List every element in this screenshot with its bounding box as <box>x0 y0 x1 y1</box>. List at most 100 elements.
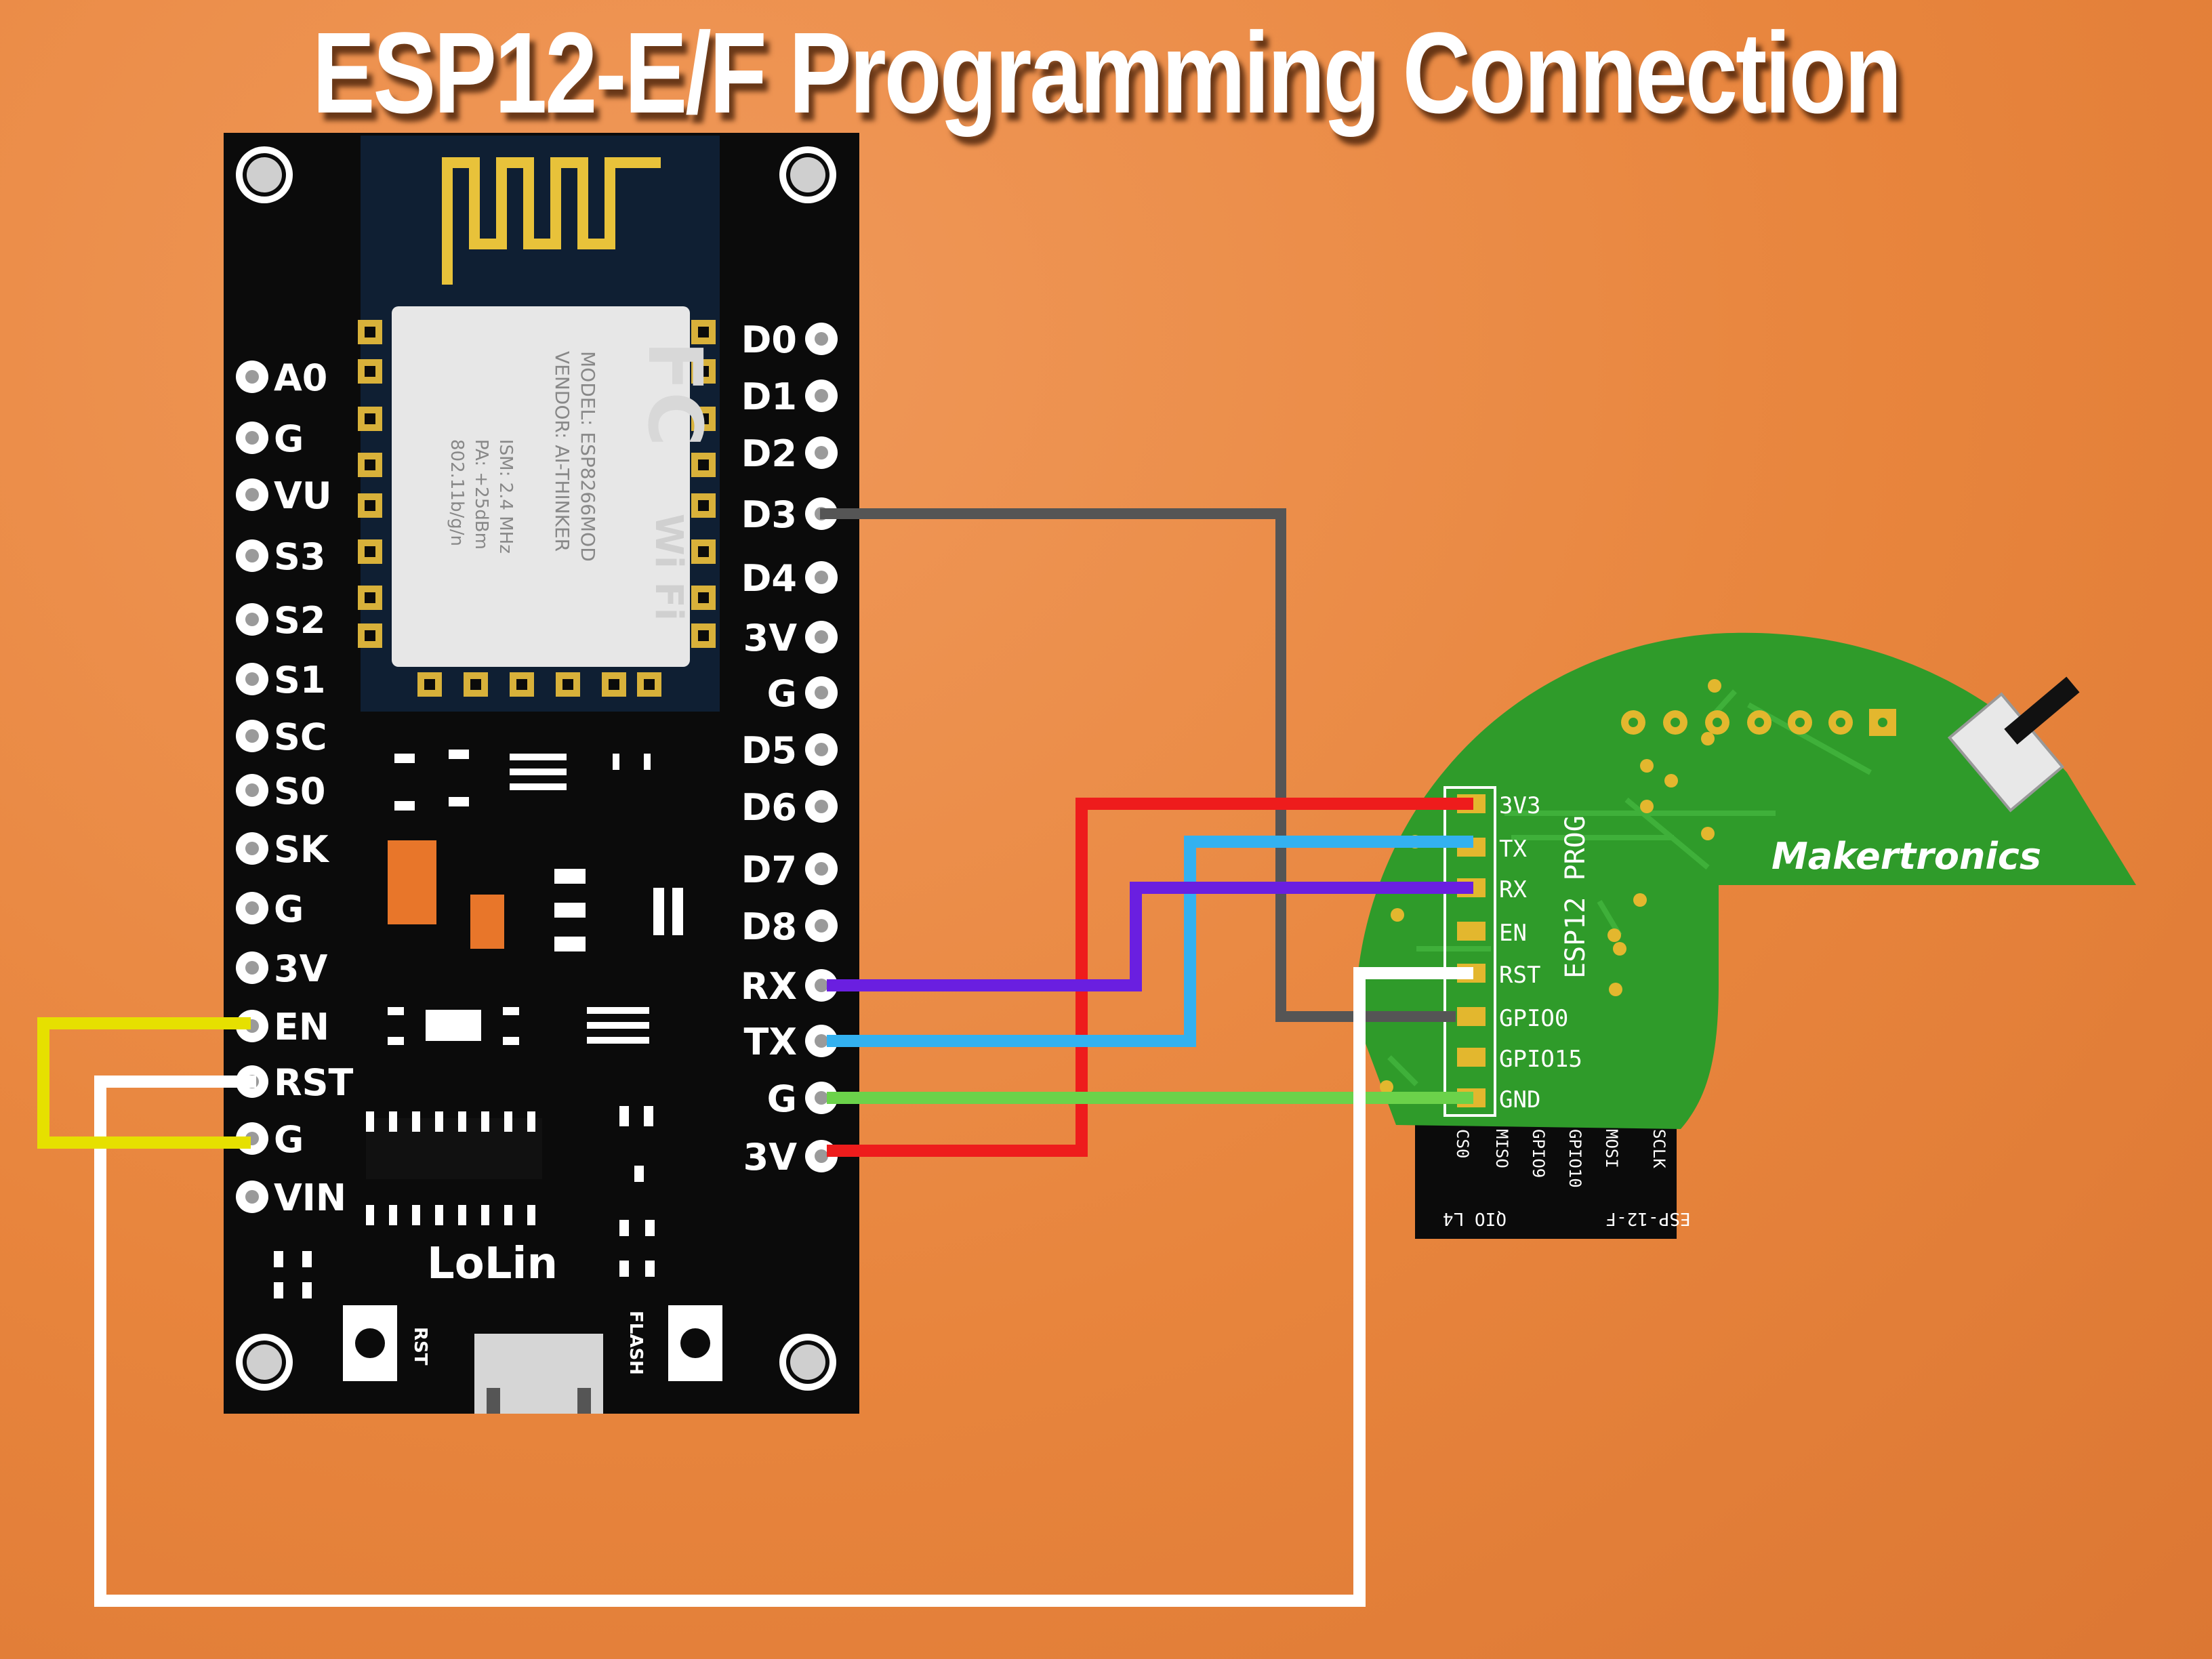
right-pin-label: 3V <box>743 617 798 659</box>
left-pin-label: VIN <box>274 1176 346 1219</box>
esp12f-pin-label: SCLK <box>1650 1129 1668 1168</box>
wire-rst-rst <box>94 967 1473 1607</box>
left-pin-label: S2 <box>274 599 325 642</box>
left-pin-label: S3 <box>274 535 325 578</box>
left-pin-hole-center <box>245 842 259 855</box>
programmer-pcb <box>1355 632 2136 1129</box>
power-switch[interactable] <box>1947 655 2110 813</box>
prog-pin-pad <box>1457 1048 1486 1067</box>
left-pin-hole-center <box>245 488 259 501</box>
prog-pin-label: TX <box>1499 836 1527 863</box>
right-pin-hole-center <box>815 1034 828 1048</box>
left-pin-label: G <box>274 888 304 930</box>
right-pin-label: D7 <box>741 848 797 891</box>
left-pin-hole-center <box>245 431 259 445</box>
right-pin-label: D2 <box>741 432 797 475</box>
left-pin-label: EN <box>274 1006 329 1048</box>
left-pin-hole-center <box>245 613 259 626</box>
shield-print: FC MODEL: ESP8266MOD VENDOR: AI-THINKER … <box>447 341 718 621</box>
shield-can <box>392 306 690 667</box>
right-pin-label: TX <box>744 1021 797 1063</box>
module-pa-text: PA: +25dBm <box>471 439 491 550</box>
left-pin-hole-center <box>245 549 259 562</box>
right-pin-hole-center <box>815 389 828 403</box>
prog-pin-pad <box>1457 1007 1486 1026</box>
prog-pin-label: 3V3 <box>1499 792 1540 819</box>
rst-button[interactable] <box>343 1305 397 1381</box>
right-pin-label: D6 <box>741 786 797 829</box>
wires <box>37 508 1473 1607</box>
right-pin-hole-center <box>815 800 828 813</box>
esp12f-module <box>1415 1118 1677 1239</box>
left-pin-hole-center <box>245 729 259 743</box>
ic-chip-upper <box>366 1111 542 1179</box>
flash-button[interactable] <box>668 1305 722 1381</box>
usb-connector <box>474 1334 603 1414</box>
left-pin-label: SK <box>274 828 330 871</box>
esp12-prog-label: ESP12 PROG <box>1560 815 1591 979</box>
right-pin-hole-center <box>815 1091 828 1105</box>
antenna-trace <box>442 157 661 285</box>
module-pads-left <box>358 320 382 648</box>
left-pin-label: S1 <box>274 659 325 701</box>
prog-header-outline <box>1443 786 1496 1117</box>
wifi-logo: Wi Fi <box>647 514 691 621</box>
right-pin-label: D4 <box>741 557 797 600</box>
wire-3v-3v3 <box>827 798 1473 1157</box>
left-pin-hole-center <box>245 370 259 384</box>
left-pin-hole-center <box>245 901 259 915</box>
wire-rx-rx <box>827 882 1473 991</box>
left-pin-hole-center <box>245 1190 259 1204</box>
module-ism-text: ISM: 2.4 MHz <box>495 439 516 554</box>
rst-button-label: RST <box>410 1327 430 1366</box>
esp12f-footer-label: QIO L4 <box>1443 1208 1507 1229</box>
nodemcu-board: FC MODEL: ESP8266MOD VENDOR: AI-THINKER … <box>224 133 859 1414</box>
left-pin-label: 3V <box>274 947 328 990</box>
right-pin-hole-center <box>815 1149 828 1163</box>
ic-chip-lower <box>366 1205 535 1225</box>
esp12f-pin-label: GPIO9 <box>1529 1129 1548 1178</box>
esp12f-pin-label: MOSI <box>1602 1129 1621 1168</box>
right-pin-hole-center <box>815 979 828 992</box>
right-pin-label: D1 <box>741 375 797 418</box>
fcc-logo: FC <box>632 341 718 447</box>
right-pin-hole-center <box>815 571 828 584</box>
wire-tx-tx <box>827 836 1473 1047</box>
right-pin-label: G <box>767 1078 797 1120</box>
left-pin-hole-center <box>245 961 259 975</box>
wire-en-g-jumper <box>37 1017 251 1149</box>
right-pin-hole-center <box>815 630 828 644</box>
esp12f-pin-label: GPIO10 <box>1565 1129 1584 1188</box>
right-pin-hole-center <box>815 862 828 876</box>
prog-pin-label: RX <box>1499 876 1527 903</box>
prog-pin-label: GND <box>1499 1086 1540 1113</box>
module-vendor-text: VENDOR: AI-THINKER <box>551 351 573 552</box>
wire-d3-gpio0 <box>820 508 1456 1022</box>
module-model-text: MODEL: ESP8266MOD <box>577 351 599 562</box>
left-pin-label: SC <box>274 716 327 758</box>
right-pin-hole-center <box>815 743 828 756</box>
tantalum-cap-2 <box>470 895 504 949</box>
smd-components <box>274 750 683 1298</box>
left-pin-label: VU <box>274 474 332 517</box>
left-pin-label: A0 <box>274 356 327 399</box>
top-header-pads <box>1621 709 1896 736</box>
makertronics-brand: Makertronics <box>1771 835 2041 878</box>
esp12f-footer-label: ESP-12-F <box>1605 1208 1690 1229</box>
right-pin-label: D0 <box>741 319 797 361</box>
page-title: ESP12-E/F Programming Connection <box>312 9 1902 138</box>
right-pin-hole-center <box>815 919 828 933</box>
right-pin-label: D5 <box>741 729 797 772</box>
right-pin-hole-center <box>815 686 828 699</box>
right-pin-hole-center <box>815 446 828 459</box>
left-pin-hole-center <box>245 672 259 686</box>
left-pin-label: S0 <box>274 770 325 813</box>
right-pin-label: D3 <box>741 493 797 536</box>
prog-pin-label: RST <box>1499 962 1540 989</box>
